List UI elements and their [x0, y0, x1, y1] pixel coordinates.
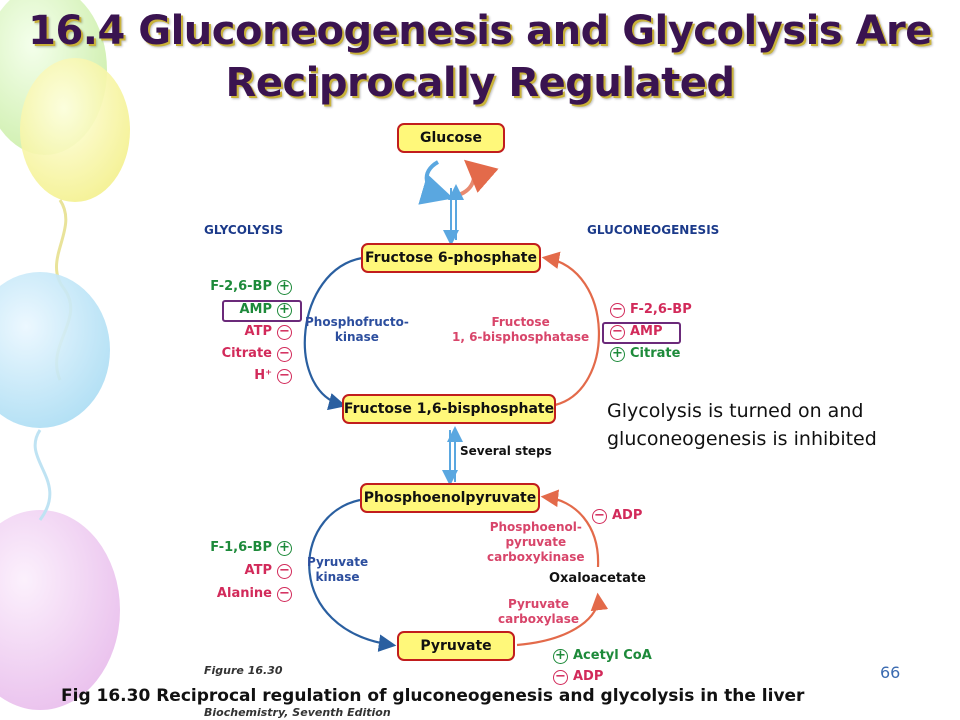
phosphoenolpyruvate-box: Phosphoenolpyruvate	[360, 483, 540, 513]
amp-highlight-box-right	[602, 322, 681, 344]
pfk-regulator-amp: AMP	[239, 302, 272, 317]
inhibitor-icon: −	[277, 564, 292, 579]
fbpase-regulator-f26bp: F-2,6-BP	[630, 302, 692, 317]
fbpase-regulator-citrate: Citrate	[630, 346, 681, 361]
pepck-label-line-1: Phosphoenol-	[489, 520, 582, 534]
pfk-regulator-proton: H⁺	[254, 368, 272, 383]
pc-enzyme-label: Pyruvate carboxylase	[498, 597, 579, 627]
pc-regulator-adp: ADP	[573, 669, 604, 684]
activator-icon: +	[277, 303, 292, 318]
pk-regulator-alanine: Alanine	[216, 586, 272, 601]
inhibitor-icon: −	[610, 325, 625, 340]
pfk-label-line-1: Phosphofructo-	[305, 315, 409, 329]
pk-label-line-2: kinase	[315, 570, 360, 584]
page-number: 66	[880, 663, 901, 682]
figure-credit-line-2: Biochemistry, Seventh Edition	[204, 706, 391, 719]
pepck-enzyme-label: Phosphoenol- pyruvate carboxykinase	[487, 520, 585, 565]
pk-label-line-1: Pyruvate	[307, 555, 369, 569]
pink-balloon	[0, 510, 120, 710]
inhibitor-icon: −	[277, 347, 292, 362]
blue-balloon	[0, 272, 110, 428]
fbpase-label-line-2: 1, 6-bisphosphatase	[452, 330, 590, 344]
oxaloacetate-label: Oxaloacetate	[549, 571, 646, 586]
activator-icon: +	[553, 649, 568, 664]
slide-title-line-2: Reciprocally Regulated	[225, 60, 735, 106]
pfk-regulator-atp: ATP	[244, 324, 272, 339]
pepck-label-line-2: pyruvate	[505, 535, 567, 549]
regulation-note: Glycolysis is turned on and gluconeogene…	[607, 397, 877, 453]
inhibitor-icon: −	[277, 325, 292, 340]
pc-regulator-acetyl-coa: Acetyl CoA	[573, 648, 652, 663]
inhibitor-icon: −	[553, 670, 568, 685]
pfk-regulator-f26bp: F-2,6-BP	[210, 279, 272, 294]
pk-regulator-f16bp: F-1,6-BP	[210, 540, 272, 555]
fbpase-enzyme-label: Fructose 1, 6-bisphosphatase	[452, 315, 589, 345]
balloon-string-2	[33, 429, 52, 521]
note-line-1: Glycolysis is turned on and	[607, 400, 864, 422]
pc-arrow	[516, 592, 609, 647]
fructose-1-6-bisphosphate-box: Fructose 1,6-bisphosphate	[342, 394, 556, 424]
glucose-to-f6p-curve	[418, 160, 454, 205]
amp-highlight-box-left	[222, 300, 302, 322]
activator-icon: +	[277, 541, 292, 556]
fbpase-regulator-amp: AMP	[630, 324, 663, 339]
pk-regulator-atp: ATP	[244, 563, 272, 578]
fbpase-label-line-1: Fructose	[491, 315, 550, 329]
pc-label-line-1: Pyruvate	[507, 597, 570, 611]
pfk-arrow	[303, 256, 363, 411]
pc-label-line-2: carboxylase	[498, 612, 580, 626]
note-line-2: gluconeogenesis is inhibited	[607, 428, 877, 450]
figure-credit: Figure 16.30 Biochemistry, Seventh Editi…	[204, 664, 391, 720]
pyruvate-box: Pyruvate	[397, 631, 515, 661]
inhibitor-icon: −	[277, 587, 292, 602]
pepck-regulator-adp: ADP	[612, 508, 643, 523]
pfk-regulator-citrate: Citrate	[221, 346, 272, 361]
pk-arrow	[308, 498, 397, 652]
inhibitor-icon: −	[592, 509, 607, 524]
inhibitor-icon: −	[610, 303, 625, 318]
several-steps-label: Several steps	[460, 444, 552, 458]
figure-credit-line-1: Figure 16.30	[204, 664, 283, 677]
pfk-enzyme-label: Phosphofructo- kinase	[305, 315, 409, 345]
inhibitor-icon: −	[277, 369, 292, 384]
glycolysis-header: GLYCOLYSIS	[204, 223, 284, 237]
glucose-box: Glucose	[397, 123, 505, 153]
pfk-label-line-2: kinase	[334, 330, 379, 344]
fbpase-arrow	[541, 251, 600, 407]
yellow-balloon	[20, 58, 130, 202]
slide-title-line-1: 16.4 Gluconeogenesis and Glycolysis Are	[28, 8, 932, 54]
gluconeogenesis-header: GLUCONEOGENESIS	[587, 223, 720, 237]
activator-icon: +	[277, 280, 292, 295]
activator-icon: +	[610, 347, 625, 362]
pk-enzyme-label: Pyruvate kinase	[307, 555, 368, 585]
pepck-arrow	[540, 489, 600, 568]
figure-caption: Fig 16.30 Reciprocal regulation of gluco…	[61, 686, 805, 706]
fructose-6-phosphate-box: Fructose 6-phosphate	[361, 243, 541, 273]
pepck-label-line-3: carboxykinase	[487, 550, 585, 564]
f6p-to-glucose-curve	[457, 159, 499, 197]
